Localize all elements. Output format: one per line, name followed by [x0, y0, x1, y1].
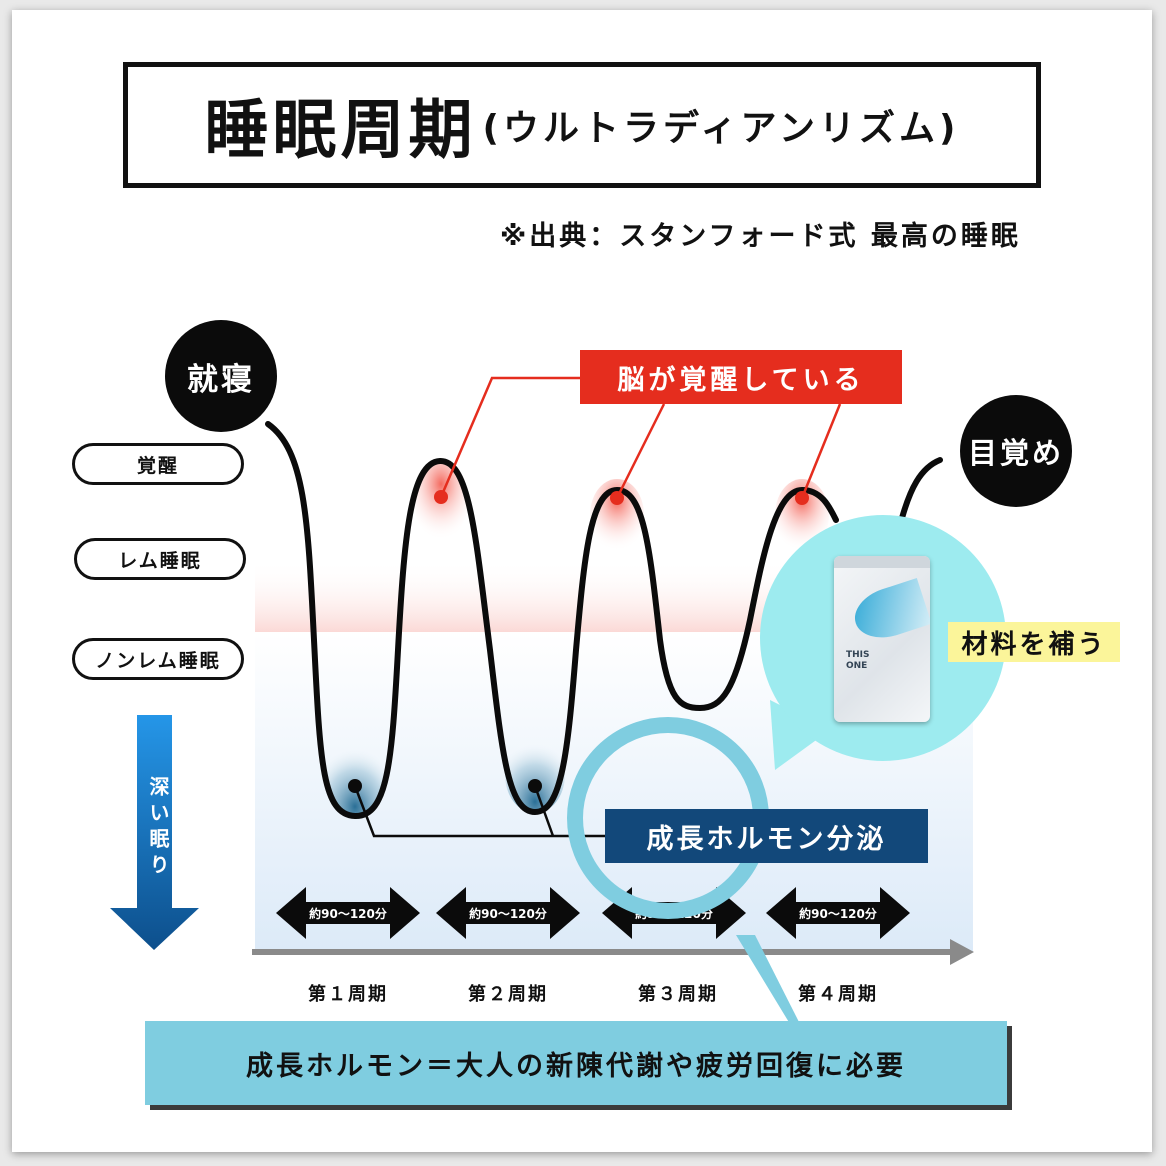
bedtime-badge: 就寝 — [165, 320, 277, 432]
duration-label-4: 約90〜120分 — [799, 906, 877, 921]
brain-leader-1 — [439, 376, 580, 498]
stage-pill-rem: レム睡眠 — [74, 538, 246, 580]
cycle-label-3: 第３周期 — [638, 984, 718, 1005]
peak-dot-1 — [434, 490, 448, 504]
title-box: 睡眠周期 (ウルトラディアンリズム) — [123, 62, 1041, 188]
trough-dot-1 — [348, 779, 362, 793]
pouch-seal — [834, 556, 930, 568]
cycle-label-2: 第２周期 — [468, 984, 548, 1005]
pouch-brand-text: THIS ONE — [846, 650, 870, 671]
brain-leader-2 — [615, 403, 666, 499]
duration-label-2: 約90〜120分 — [469, 906, 547, 921]
cycle-label-4: 第４周期 — [798, 984, 878, 1005]
sleep-wave-tail — [899, 457, 943, 521]
banner-pointer — [736, 935, 800, 1024]
deep-sleep-arrow — [110, 715, 199, 950]
time-axis-arrowhead — [950, 939, 974, 965]
source-note: ※出典：スタンフォード式 最高の睡眠 — [500, 221, 1021, 252]
stage-pill-awake: 覚醒 — [72, 443, 244, 485]
duration-arrow-4: 約90〜120分 — [766, 887, 910, 939]
peak-dot-2 — [610, 491, 624, 505]
callout-pointer — [770, 700, 830, 770]
page-title: 睡眠周期 — [204, 94, 477, 168]
materials-label: 材料を補う — [948, 622, 1120, 662]
trough-glow-2 — [505, 737, 565, 813]
wake-badge: 目覚め — [960, 395, 1072, 507]
page-subtitle: (ウルトラディアンリズム) — [482, 108, 960, 149]
bottom-banner: 成長ホルモン＝大人の新陳代謝や疲労回復に必要 — [145, 1021, 1007, 1105]
peak-dot-3 — [795, 491, 809, 505]
stage-pill-nrem: ノンレム睡眠 — [72, 638, 244, 680]
trough-dot-2 — [528, 779, 542, 793]
growth-hormone-label: 成長ホルモン分泌 — [605, 809, 928, 863]
brain-awake-label: 脳が覚醒している — [580, 350, 902, 404]
sleep-wave — [265, 421, 839, 820]
brain-leader-3 — [800, 403, 842, 499]
deep-sleep-label: 深い眠り — [146, 776, 170, 880]
gh-leader-2 — [533, 785, 555, 837]
supplement-pouch-image: THIS ONE — [834, 556, 930, 722]
cycle-label-1: 第１周期 — [308, 984, 388, 1005]
pouch-wave-graphic — [848, 578, 930, 646]
duration-arrow-2: 約90〜120分 — [436, 887, 580, 939]
duration-arrow-1: 約90〜120分 — [276, 887, 420, 939]
duration-label-1: 約90〜120分 — [309, 906, 387, 921]
gh-leader-1 — [353, 785, 605, 838]
